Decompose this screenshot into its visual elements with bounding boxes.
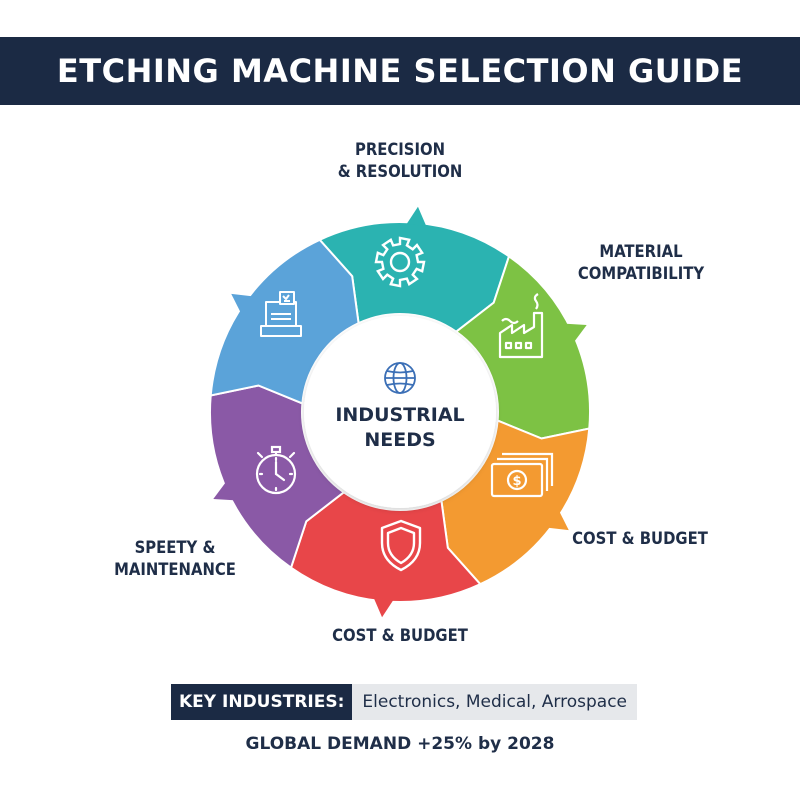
label-cost-right: COST & BUDGET (572, 529, 708, 548)
money-icon: $ (490, 452, 554, 498)
segment-pointer-safety (213, 482, 235, 501)
center-circle (304, 316, 496, 508)
segment-pointer-material (565, 323, 587, 342)
svg-text:$: $ (512, 474, 521, 489)
label-cost-bottom: COST & BUDGET (332, 626, 468, 645)
key-industries-value: Electronics, Medical, Arrospace (352, 684, 638, 720)
segment-pointer-precision (406, 206, 427, 226)
stopwatch-icon (255, 445, 297, 495)
document-icon (260, 291, 302, 337)
center-title-line1: INDUSTRIAL (335, 404, 464, 426)
globe-icon (384, 362, 416, 394)
segment-pointer-document (231, 293, 252, 313)
title-banner: ETCHING MACHINE SELECTION GUIDE (0, 37, 800, 105)
key-industries-label: KEY INDUSTRIES: (171, 684, 353, 720)
key-industries-bar: KEY INDUSTRIES: Electronics, Medical, Ar… (171, 684, 638, 720)
segment-pointer-cost-right (548, 511, 569, 531)
global-demand-note: GLOBAL DEMAND +25% by 2028 (245, 734, 555, 754)
segment-document (209, 238, 360, 405)
page-title: ETCHING MACHINE SELECTION GUIDE (56, 52, 744, 90)
label-precision: PRECISION & RESOLUTION (337, 140, 463, 181)
label-safety: SPEETY & MAINTENANCE (114, 538, 236, 579)
segment-pointer-cost-bottom (373, 598, 394, 618)
center-title-line2: NEEDS (364, 429, 435, 451)
shield-icon (380, 519, 422, 572)
label-material: MATERIAL COMPATIBILITY (577, 242, 705, 283)
factory-icon (498, 293, 544, 359)
gear-icon (374, 236, 426, 288)
